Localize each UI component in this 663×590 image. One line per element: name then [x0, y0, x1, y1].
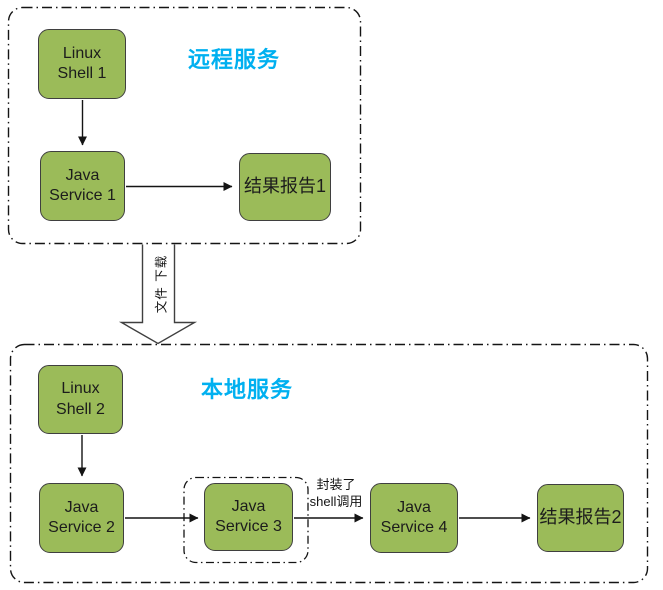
shell-wrapper-note: 封装了 shell调用	[309, 477, 363, 509]
node-label: Linux Shell 2	[56, 380, 105, 418]
node-label: Java Service 4	[380, 498, 448, 536]
local-group-title: 本地服务	[201, 377, 294, 402]
service3-dashed-border	[183, 476, 309, 564]
local-group-border	[9, 343, 649, 584]
node-java-service-2: Java Service 2	[39, 483, 124, 553]
file-download-label: 文件 下载	[154, 254, 169, 314]
node-result-report-1: 结果报告1	[239, 153, 331, 221]
node-result-report-2: 结果报告2	[537, 484, 624, 552]
download-block-arrow	[118, 244, 198, 345]
node-label: 结果报告1	[243, 176, 326, 197]
remote-group-border	[7, 6, 362, 245]
node-linux-shell-1: Linux Shell 1	[38, 29, 126, 99]
node-java-service-3: Java Service 3	[204, 483, 293, 551]
node-label: Java Service 3	[215, 497, 282, 535]
node-linux-shell-2: Linux Shell 2	[38, 365, 123, 434]
node-label: Linux Shell 1	[57, 44, 107, 82]
node-label: Java Service 1	[49, 166, 116, 204]
node-label: Java Service 2	[48, 498, 115, 536]
remote-group-title: 远程服务	[188, 47, 281, 72]
node-label: 结果报告2	[539, 507, 622, 528]
node-java-service-4: Java Service 4	[370, 483, 458, 553]
node-java-service-1: Java Service 1	[40, 151, 125, 221]
